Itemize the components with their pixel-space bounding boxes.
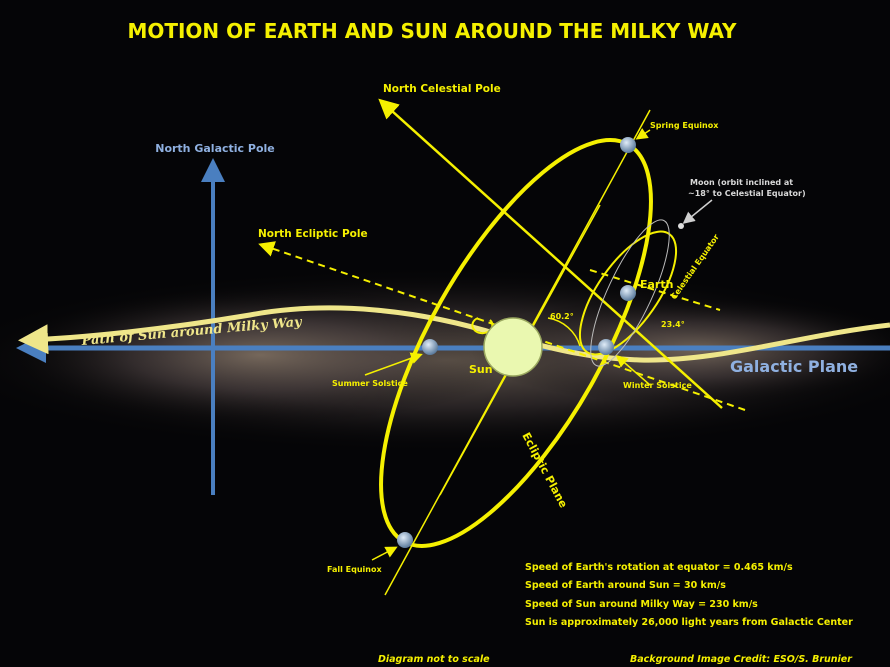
earth-label: Earth xyxy=(640,278,673,291)
angle-sun-label: 60.2° xyxy=(550,312,574,321)
milky-way-background xyxy=(0,265,890,455)
sun xyxy=(483,317,543,377)
image-credit: Background Image Credit: ESO/S. Brunier xyxy=(630,654,853,665)
title: MOTION OF EARTH AND SUN AROUND THE MILKY… xyxy=(127,19,737,43)
spring-equinox-earth xyxy=(620,137,636,153)
galactic-plane-label: Galactic Plane xyxy=(730,357,858,376)
fall-equinox-label: Fall Equinox xyxy=(327,565,382,574)
north-celestial-pole-label: North Celestial Pole xyxy=(383,83,501,95)
summer-solstice-earth xyxy=(422,339,438,355)
north-galactic-pole-label: North Galactic Pole xyxy=(155,142,275,155)
summer-solstice-label: Summer Solstice xyxy=(332,379,408,388)
angle-earth-label: 23.4° xyxy=(661,320,685,329)
fact-item: Speed of Sun around Milky Way = 230 km/s xyxy=(525,599,758,610)
angle-arc-sun xyxy=(547,317,581,347)
facts-list: Speed of Earth's rotation at equator = 0… xyxy=(525,562,853,628)
not-to-scale-note: Diagram not to scale xyxy=(378,654,490,665)
rotation-arrow-sun xyxy=(471,317,494,335)
moon-pointer xyxy=(682,199,713,224)
spring-equinox-label: Spring Equinox xyxy=(650,121,719,130)
earth xyxy=(620,285,636,301)
label-pointers xyxy=(364,128,651,561)
fact-item: Sun is approximately 26,000 light years … xyxy=(525,617,853,628)
moon xyxy=(678,223,684,229)
moon-label-line1: Moon (orbit inclined at xyxy=(690,178,793,187)
north-ecliptic-pole-label: North Ecliptic Pole xyxy=(258,228,368,240)
moon-orbit xyxy=(590,219,670,367)
north-celestial-pole-arrow xyxy=(378,98,723,409)
winter-solstice-label: Winter Solstice xyxy=(623,381,692,390)
fall-equinox-earth xyxy=(397,532,413,548)
fact-item: Speed of Earth around Sun = 30 km/s xyxy=(525,580,726,591)
sun-label: Sun xyxy=(469,363,493,376)
winter-solstice-earth xyxy=(598,339,614,355)
earth-ecliptic-normal xyxy=(589,269,721,311)
moon-label-line2: ~18° to Celestial Equator) xyxy=(688,189,806,198)
fact-item: Speed of Earth's rotation at equator = 0… xyxy=(525,562,793,573)
